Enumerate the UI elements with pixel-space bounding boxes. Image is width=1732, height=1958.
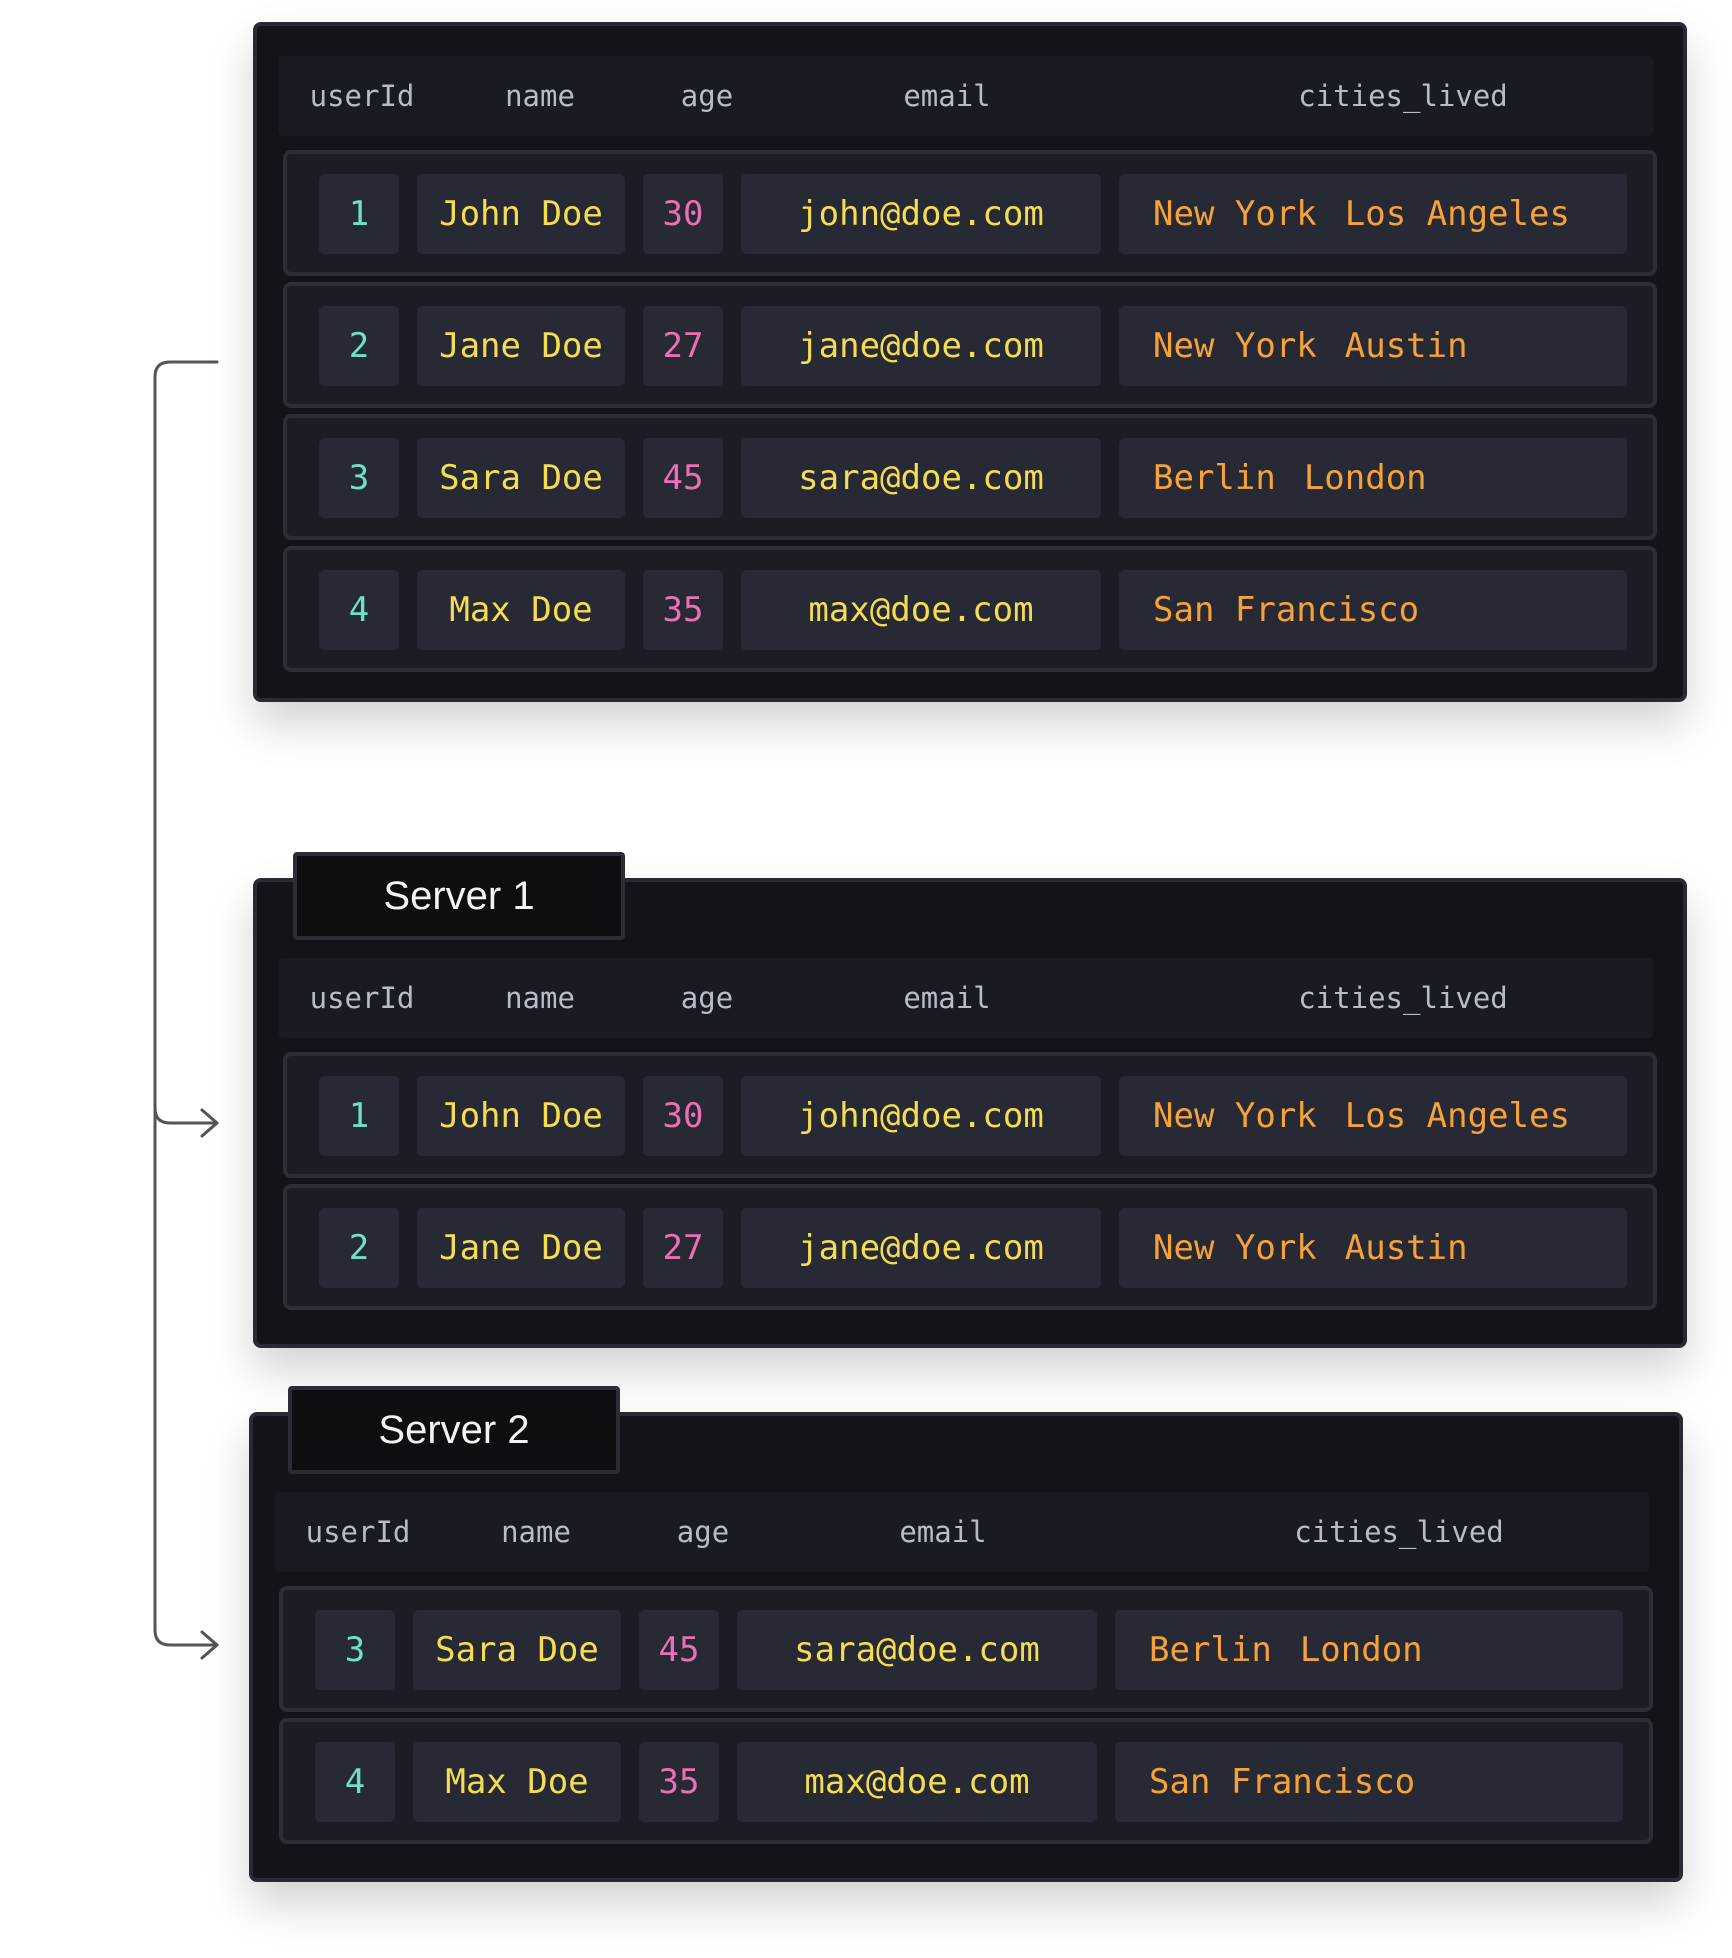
cell-name: Max Doe [417, 570, 625, 650]
cell-email: jane@doe.com [741, 1208, 1101, 1288]
cell-email: sara@doe.com [737, 1610, 1097, 1690]
cell-age: 35 [643, 570, 723, 650]
cell-cities: New York Austin [1119, 1208, 1627, 1288]
cell-name: Jane Doe [417, 1208, 625, 1288]
table-header: userId name age email cities_lived [279, 56, 1653, 136]
cell-userid: 1 [319, 174, 399, 254]
column-header-name: name [501, 1515, 571, 1549]
column-header-email: email [899, 1515, 987, 1549]
server1-table-panel: userId name age email cities_lived 1 Joh… [253, 878, 1687, 1348]
cell-userid: 4 [315, 1742, 395, 1822]
city: New York [1153, 1228, 1317, 1268]
column-header-cities: cities_lived [1294, 1515, 1504, 1549]
city: Austin [1344, 326, 1468, 366]
city: Berlin [1149, 1630, 1272, 1670]
column-header-email: email [903, 981, 991, 1015]
table-row: 3 Sara Doe 45 sara@doe.com Berlin London [283, 414, 1657, 540]
cell-userid: 1 [319, 1076, 399, 1156]
cell-email: john@doe.com [741, 1076, 1101, 1156]
column-header-name: name [505, 981, 575, 1015]
column-header-userid: userId [309, 79, 415, 113]
table-header: userId name age email cities_lived [275, 1492, 1649, 1572]
server2-tab: Server 2 [288, 1386, 620, 1474]
city: Los Angeles [1344, 1096, 1570, 1136]
column-header-email: email [903, 79, 991, 113]
column-header-cities: cities_lived [1298, 981, 1508, 1015]
city: New York [1153, 1096, 1317, 1136]
column-header-userid: userId [305, 1515, 411, 1549]
table-row: 2 Jane Doe 27 jane@doe.com New York Aust… [283, 282, 1657, 408]
cell-userid: 4 [319, 570, 399, 650]
table-row: 4 Max Doe 35 max@doe.com San Francisco [283, 546, 1657, 672]
table-row: 1 John Doe 30 john@doe.com New York Los … [283, 150, 1657, 276]
cell-name: Sara Doe [417, 438, 625, 518]
cell-age: 27 [643, 306, 723, 386]
cell-email: sara@doe.com [741, 438, 1101, 518]
cell-userid: 2 [319, 1208, 399, 1288]
cell-cities: Berlin London [1115, 1610, 1623, 1690]
city: New York [1153, 194, 1317, 234]
table-row: 3 Sara Doe 45 sara@doe.com Berlin London [279, 1586, 1653, 1712]
city: San Francisco [1149, 1762, 1416, 1802]
city: London [1299, 1630, 1423, 1670]
cell-age: 35 [639, 1742, 719, 1822]
city: New York [1153, 326, 1317, 366]
cell-cities: San Francisco [1119, 570, 1627, 650]
cell-email: jane@doe.com [741, 306, 1101, 386]
column-header-age: age [680, 981, 734, 1015]
source-table-panel: userId name age email cities_lived 1 Joh… [253, 22, 1687, 702]
cell-cities: New York Los Angeles [1119, 1076, 1627, 1156]
city: London [1303, 458, 1427, 498]
cell-age: 45 [643, 438, 723, 518]
cell-name: John Doe [417, 1076, 625, 1156]
cell-age: 30 [643, 174, 723, 254]
city: Los Angeles [1344, 194, 1570, 234]
city: Berlin [1153, 458, 1276, 498]
cell-userid: 3 [315, 1610, 395, 1690]
cell-email: john@doe.com [741, 174, 1101, 254]
cell-name: Jane Doe [417, 306, 625, 386]
cell-userid: 3 [319, 438, 399, 518]
cell-age: 30 [643, 1076, 723, 1156]
cell-cities: Berlin London [1119, 438, 1627, 518]
city: San Francisco [1153, 590, 1420, 630]
cell-userid: 2 [319, 306, 399, 386]
table-row: 2 Jane Doe 27 jane@doe.com New York Aust… [283, 1184, 1657, 1310]
cell-name: Sara Doe [413, 1610, 621, 1690]
column-header-userid: userId [309, 981, 415, 1015]
column-header-cities: cities_lived [1298, 79, 1508, 113]
city: Austin [1344, 1228, 1468, 1268]
server2-table-panel: userId name age email cities_lived 3 Sar… [249, 1412, 1683, 1882]
table-row: 1 John Doe 30 john@doe.com New York Los … [283, 1052, 1657, 1178]
cell-cities: New York Austin [1119, 306, 1627, 386]
cell-cities: San Francisco [1115, 1742, 1623, 1822]
server1-tab: Server 1 [293, 852, 625, 940]
column-header-age: age [680, 79, 734, 113]
column-header-name: name [505, 79, 575, 113]
cell-name: John Doe [417, 174, 625, 254]
cell-cities: New York Los Angeles [1119, 174, 1627, 254]
cell-email: max@doe.com [741, 570, 1101, 650]
cell-age: 45 [639, 1610, 719, 1690]
column-header-age: age [676, 1515, 730, 1549]
table-header: userId name age email cities_lived [279, 958, 1653, 1038]
cell-name: Max Doe [413, 1742, 621, 1822]
table-row: 4 Max Doe 35 max@doe.com San Francisco [279, 1718, 1653, 1844]
cell-email: max@doe.com [737, 1742, 1097, 1822]
cell-age: 27 [643, 1208, 723, 1288]
